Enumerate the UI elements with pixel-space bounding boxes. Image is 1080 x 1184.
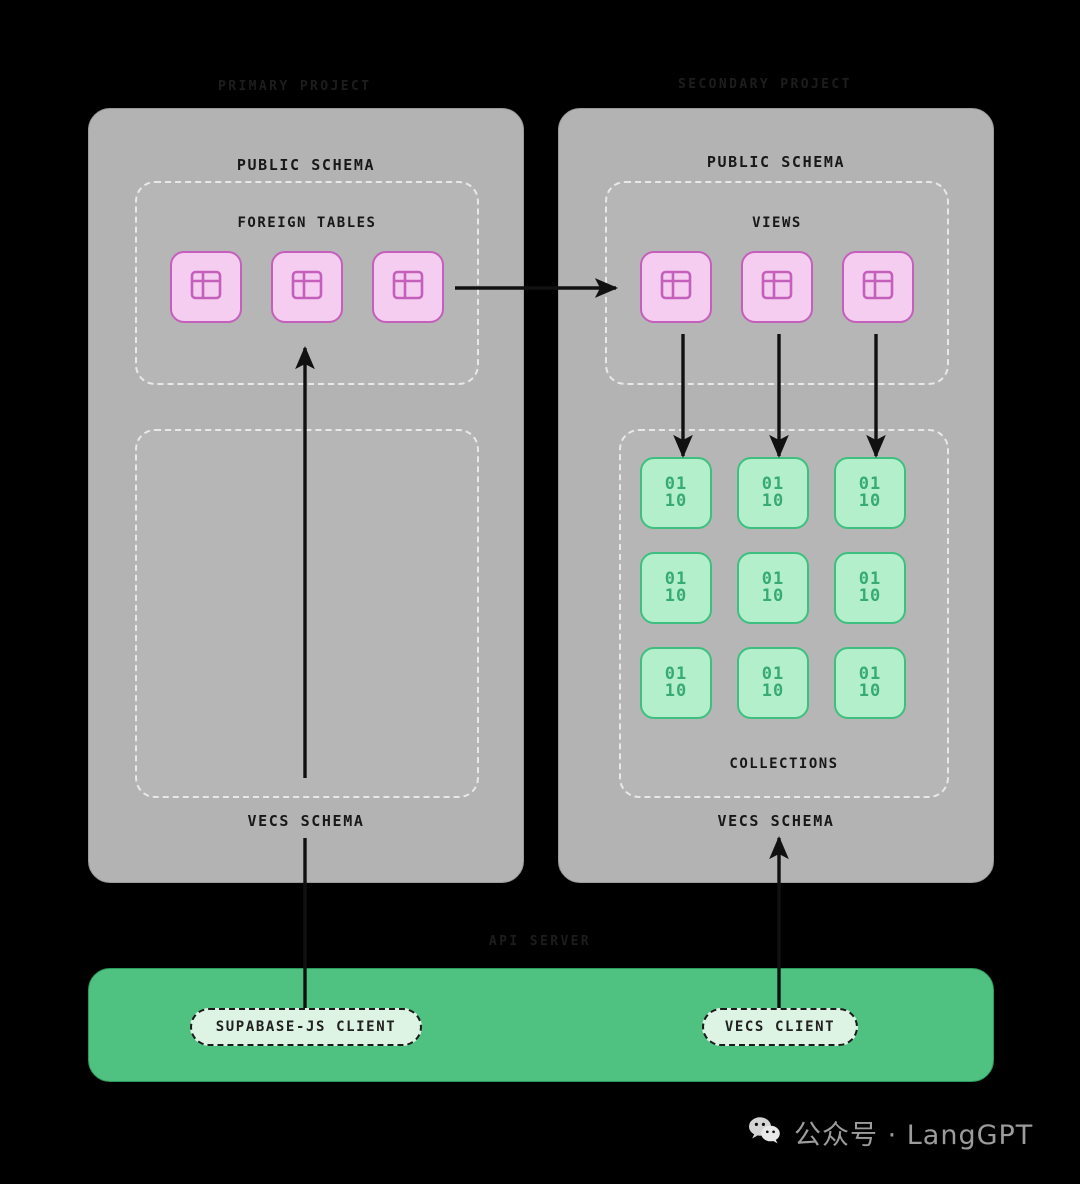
binary-icon-line-2: 10	[664, 681, 688, 701]
watermark: 公众号 · LangGPT	[748, 1113, 1033, 1152]
binary-icon-line-2: 10	[761, 491, 785, 511]
view-tile[interactable]	[640, 251, 712, 323]
vecs-client-label: VECS CLIENT	[724, 1019, 836, 1035]
collection-tile[interactable]: 01 10	[640, 457, 712, 529]
binary-icon-line-1: 01	[761, 473, 785, 494]
table-icon	[388, 265, 428, 309]
secondary-public-schema-label: PUBLIC SCHEMA	[706, 153, 846, 171]
collection-tile[interactable]: 01 10	[737, 552, 809, 624]
foreign-tables-region: FOREIGN TABLES	[135, 181, 479, 385]
binary-icon-line-1: 01	[858, 568, 882, 589]
binary-icon-line-1: 01	[761, 663, 785, 684]
supabase-js-client-pill[interactable]: SUPABASE-JS CLIENT	[190, 1008, 422, 1046]
view-tile[interactable]	[741, 251, 813, 323]
binary-icon-line-2: 10	[761, 586, 785, 606]
binary-icon-line-2: 10	[858, 491, 882, 511]
secondary-project-title: SECONDARY PROJECT	[678, 77, 852, 92]
views-label: VIEWS	[752, 215, 802, 231]
foreign-table-tile[interactable]	[170, 251, 242, 323]
foreign-table-tile[interactable]	[372, 251, 444, 323]
secondary-vecs-schema-label: VECS SCHEMA	[717, 812, 835, 830]
primary-public-schema-label: PUBLIC SCHEMA	[236, 156, 376, 174]
primary-vecs-region	[135, 429, 479, 798]
collection-tile[interactable]: 01 10	[737, 457, 809, 529]
views-region: VIEWS	[605, 181, 949, 385]
binary-icon-line-1: 01	[858, 663, 882, 684]
binary-icon-line-2: 10	[664, 586, 688, 606]
binary-icon-line-2: 10	[858, 681, 882, 701]
collections-label: COLLECTIONS	[729, 756, 839, 772]
foreign-tables-label: FOREIGN TABLES	[237, 215, 377, 231]
table-icon	[858, 265, 898, 309]
binary-icon-line-2: 10	[858, 586, 882, 606]
vecs-client-pill[interactable]: VECS CLIENT	[702, 1008, 858, 1046]
primary-project-title: PRIMARY PROJECT	[218, 79, 372, 94]
table-icon	[186, 265, 226, 309]
primary-vecs-schema-label: VECS SCHEMA	[247, 812, 365, 830]
api-server-label: API SERVER	[488, 934, 592, 949]
binary-icon-line-1: 01	[761, 568, 785, 589]
wechat-icon	[748, 1116, 782, 1150]
collection-tile[interactable]: 01 10	[834, 647, 906, 719]
binary-icon-line-1: 01	[664, 473, 688, 494]
collection-tile[interactable]: 01 10	[640, 647, 712, 719]
collection-tile[interactable]: 01 10	[640, 552, 712, 624]
binary-icon-line-1: 01	[858, 473, 882, 494]
collection-tile[interactable]: 01 10	[834, 457, 906, 529]
collection-tile[interactable]: 01 10	[737, 647, 809, 719]
foreign-table-tile[interactable]	[271, 251, 343, 323]
collection-tile[interactable]: 01 10	[834, 552, 906, 624]
binary-icon-line-1: 01	[664, 663, 688, 684]
table-icon	[287, 265, 327, 309]
binary-icon-line-1: 01	[664, 568, 688, 589]
secondary-project-panel: PUBLIC SCHEMA VIEWS	[558, 108, 994, 883]
view-tile[interactable]	[842, 251, 914, 323]
binary-icon-line-2: 10	[664, 491, 688, 511]
collections-region: 01 10 01 10 01 10 01 10 01 10 01 10	[619, 429, 949, 798]
table-icon	[656, 265, 696, 309]
watermark-text: 公众号 · LangGPT	[794, 1120, 1034, 1151]
table-icon	[757, 265, 797, 309]
supabase-js-client-label: SUPABASE-JS CLIENT	[215, 1019, 397, 1035]
binary-icon-line-2: 10	[761, 681, 785, 701]
primary-project-panel: PUBLIC SCHEMA FOREIGN TABLES	[88, 108, 524, 883]
